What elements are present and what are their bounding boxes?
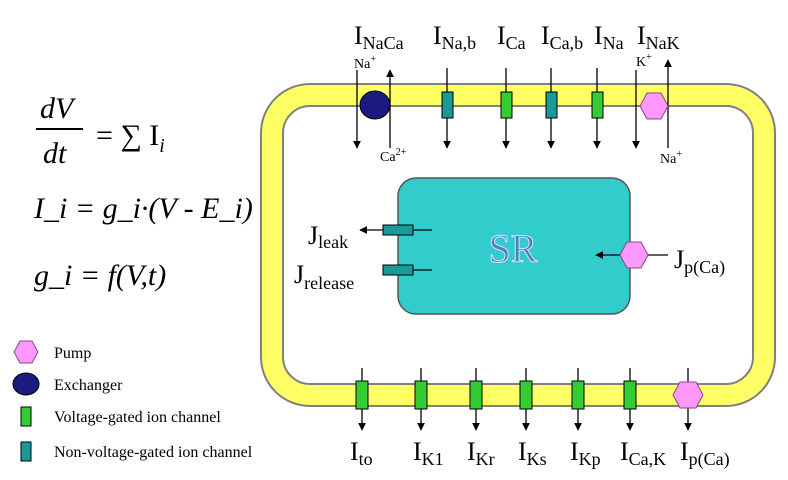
voltage-gated-channel-icon: [469, 380, 483, 410]
label-ipca: Ip(Ca): [680, 437, 730, 470]
label-ikp: IKp: [570, 437, 601, 469]
eq3: g_i = f(V,t): [34, 259, 166, 292]
label-inak: INaK: [637, 21, 680, 53]
non-voltage-gated-channel-icon: [441, 91, 454, 119]
label-ina-b: INa,b: [433, 21, 476, 53]
label-ina: INa: [594, 21, 624, 53]
legend-exchanger-icon: [12, 372, 40, 396]
legend-non-voltage-gated-channel-icon: [20, 441, 32, 462]
voltage-gated-channel-icon: [500, 91, 513, 119]
label-inaca: INaCa: [354, 21, 404, 53]
legend-voltage-gated-channel-icon: [20, 406, 32, 427]
ion-k-pump: K+: [636, 52, 652, 70]
bottom-current-labels: Ito IK1 IKr IKs IKp ICa,K Ip(Ca): [350, 437, 730, 470]
eq1-rhs: = ∑ Ii: [96, 119, 165, 157]
label-iks: IKs: [518, 437, 547, 469]
label-jleak: Jleak: [308, 221, 348, 252]
label-ikr: IKr: [467, 437, 495, 469]
legend-non-voltage-gated-label: Non-voltage-gated ion channel: [54, 444, 253, 461]
ion-na-pump: Na+: [660, 149, 682, 167]
eq1-numerator: dV: [40, 92, 77, 125]
ion-ca-exchanger: Ca2+: [380, 147, 407, 165]
label-jrelease: Jrelease: [294, 260, 354, 293]
voltage-gated-channel-icon: [571, 380, 585, 410]
legend-pump-label: Pump: [54, 345, 91, 362]
top-current-labels: INaCa INa,b ICa ICa,b INa INaK Na+ Ca2+ …: [354, 21, 682, 167]
voltage-gated-channel-icon: [519, 380, 533, 410]
non-voltage-gated-channel-icon: [382, 264, 414, 276]
voltage-gated-channel-icon: [414, 380, 428, 410]
equations: dV dt = ∑ Ii I_i = g_i·(V - E_i) g_i = f…: [33, 92, 253, 292]
exchanger-icon: [359, 90, 391, 120]
ion-na-exchanger: Na+: [354, 54, 376, 72]
voltage-gated-channel-icon: [355, 380, 369, 410]
pump-icon: [619, 241, 649, 269]
sr-label: SR: [489, 226, 538, 271]
pump-icon: [672, 381, 704, 409]
label-ica-k: ICa,K: [620, 437, 666, 469]
label-ica: ICa: [497, 21, 526, 53]
top-transporters: [353, 59, 672, 149]
label-jpca: Jp(Ca): [674, 245, 725, 278]
sr-fluxes: Jleak Jrelease Jp(Ca): [294, 221, 725, 293]
bottom-transporters: [355, 368, 704, 431]
eq1-denominator: dt: [43, 137, 67, 170]
pump-icon: [639, 92, 669, 120]
non-voltage-gated-channel-icon: [545, 91, 558, 119]
label-ica-b: ICa,b: [541, 21, 583, 53]
label-ik1: IK1: [413, 437, 444, 469]
legend: Pump Exchanger Voltage-gated ion channel…: [12, 340, 253, 462]
non-voltage-gated-channel-icon: [382, 224, 414, 236]
voltage-gated-channel-icon: [623, 380, 637, 410]
legend-exchanger-label: Exchanger: [54, 377, 123, 394]
voltage-gated-channel-icon: [591, 91, 604, 119]
cell-membrane: [262, 85, 774, 405]
eq2: I_i = g_i·(V - E_i): [33, 192, 253, 225]
label-ito: Ito: [350, 437, 373, 469]
legend-pump-icon: [13, 340, 39, 364]
legend-voltage-gated-label: Voltage-gated ion channel: [54, 409, 221, 426]
